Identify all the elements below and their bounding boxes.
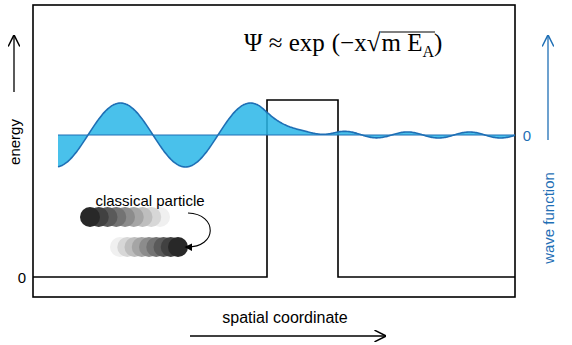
particle-ghost	[168, 237, 188, 257]
frame	[33, 5, 515, 297]
formula-part: A	[422, 44, 434, 60]
formula-part: (−x	[332, 30, 367, 55]
bounce-arrow	[186, 213, 210, 247]
wave-baseline	[58, 135, 515, 136]
axis-label: energy	[7, 119, 22, 165]
energy-arrow	[13, 36, 14, 92]
formula-part: √	[367, 30, 381, 55]
wave-function-curve	[58, 103, 515, 167]
wave-function-arrow	[547, 36, 548, 140]
wave-line	[58, 103, 515, 167]
axis-value: 0	[523, 128, 531, 143]
particle-ghost	[80, 207, 100, 227]
axis-value: 0	[18, 270, 26, 285]
spatial-arrow	[190, 335, 385, 336]
formula-part: Ψ ≈ exp	[244, 30, 325, 55]
potential-barrier	[33, 100, 515, 277]
classical-particle	[80, 207, 188, 257]
wave-fill	[58, 103, 515, 167]
axis-label: wave function	[541, 172, 556, 264]
axis-label: spatial coordinate	[222, 310, 347, 326]
particle-label: classical particle	[95, 193, 204, 208]
formula-part: m E	[381, 30, 422, 55]
formula-part: )	[434, 30, 442, 55]
